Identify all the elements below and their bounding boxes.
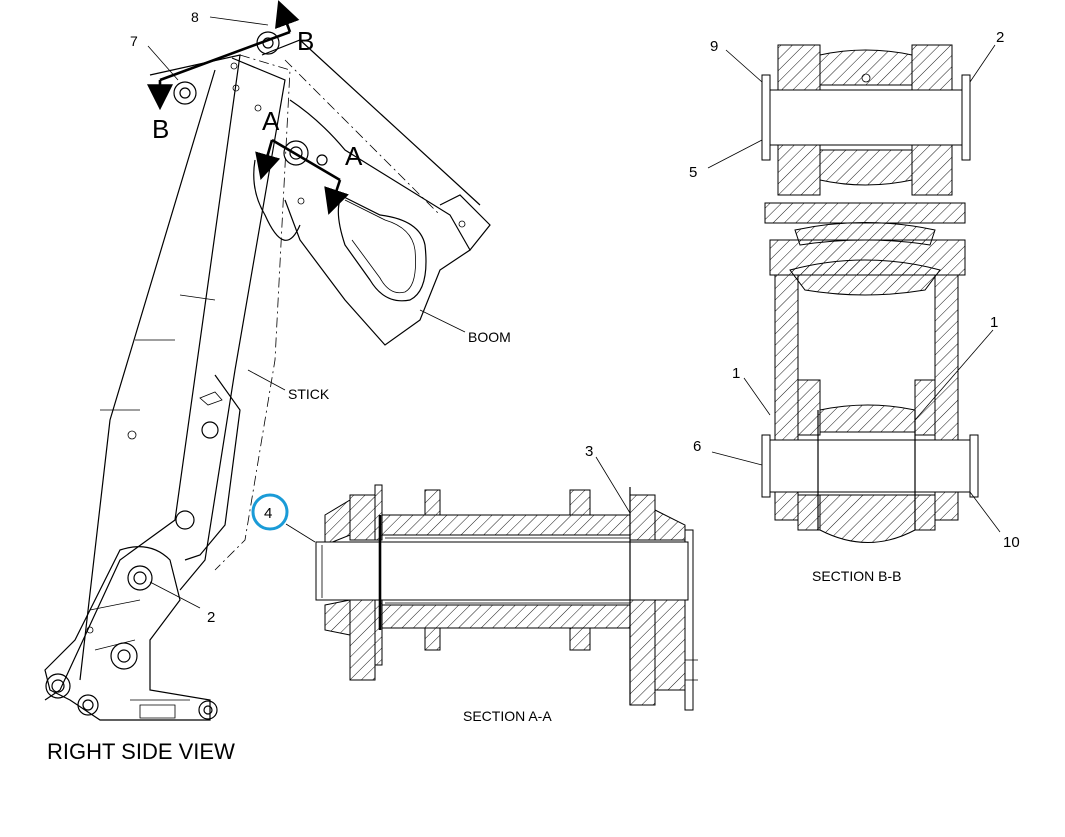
leader-1-right <box>914 329 994 421</box>
boom-drawing <box>253 39 491 346</box>
section-bb-title: SECTION B-B <box>812 568 901 584</box>
leader-8 <box>209 16 269 26</box>
stick-label: STICK <box>288 386 330 402</box>
leader-2 <box>149 581 201 609</box>
leader-7 <box>147 45 179 81</box>
leader-6 <box>711 451 763 466</box>
callout-2-bb: 2 <box>996 29 1004 46</box>
section-b-left-letter: B <box>152 114 169 144</box>
callout-6: 6 <box>693 438 701 455</box>
leader-3 <box>595 456 631 514</box>
pin-4 <box>315 541 689 601</box>
right-side-view: 8 7 B B A A BOOM STICK 2 RIGHT SIDE VIEW <box>44 0 511 764</box>
callout-2-side: 2 <box>207 609 215 626</box>
callout-10: 10 <box>1003 534 1020 551</box>
section-b-right-letter: B <box>297 26 314 56</box>
leader-2-bb <box>969 44 996 83</box>
section-aa: 4 3 SECTION A-A <box>251 443 698 724</box>
boom-label: BOOM <box>468 329 511 345</box>
callout-3: 3 <box>585 443 593 460</box>
leader-4 <box>285 523 316 543</box>
stick-drawing <box>44 54 291 721</box>
callout-5: 5 <box>689 164 697 181</box>
leader-1-left <box>743 377 771 416</box>
section-bb: 9 2 5 1 1 6 10 SECTION B-B <box>689 29 1020 584</box>
right-side-view-title: RIGHT SIDE VIEW <box>47 739 235 764</box>
callout-7: 7 <box>130 33 138 49</box>
callout-1-left: 1 <box>732 365 740 382</box>
section-line-b <box>147 0 300 111</box>
callout-8: 8 <box>191 9 199 25</box>
section-a-left-letter: A <box>262 106 280 136</box>
callout-1-right: 1 <box>990 314 998 331</box>
leader-10 <box>969 491 1001 533</box>
section-line-a <box>255 138 349 215</box>
leader-stick <box>247 369 286 391</box>
leader-boom <box>419 309 466 333</box>
section-a-right-letter: A <box>345 141 363 171</box>
callout-4-highlight <box>251 493 289 531</box>
section-aa-title: SECTION A-A <box>463 708 552 724</box>
callout-4: 4 <box>264 505 272 522</box>
leader-9 <box>725 49 763 83</box>
leader-5 <box>707 139 763 169</box>
callout-9: 9 <box>710 38 718 55</box>
